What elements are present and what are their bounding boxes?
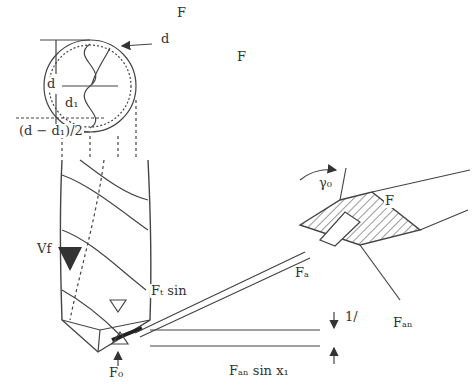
force-label: 1/ [344, 310, 359, 324]
force-label: d [160, 32, 170, 46]
force-label: Fₜ sin [150, 284, 188, 298]
force-label: Vf [36, 242, 52, 256]
force-label: F [176, 6, 187, 20]
force-label: d [46, 77, 56, 91]
force-label: (d − d₁)/2 [18, 124, 84, 138]
force-label: Fₐₙ [392, 316, 414, 330]
force-label: Fₐ [294, 266, 310, 280]
force-label: d₁ [64, 96, 80, 110]
force-label: F [236, 50, 247, 64]
force-label: F [384, 194, 395, 208]
force-label: F₀ [108, 366, 124, 380]
force-label: γ₀ [318, 176, 333, 190]
force-label: Fₐₙ sin x₁ [228, 364, 290, 378]
